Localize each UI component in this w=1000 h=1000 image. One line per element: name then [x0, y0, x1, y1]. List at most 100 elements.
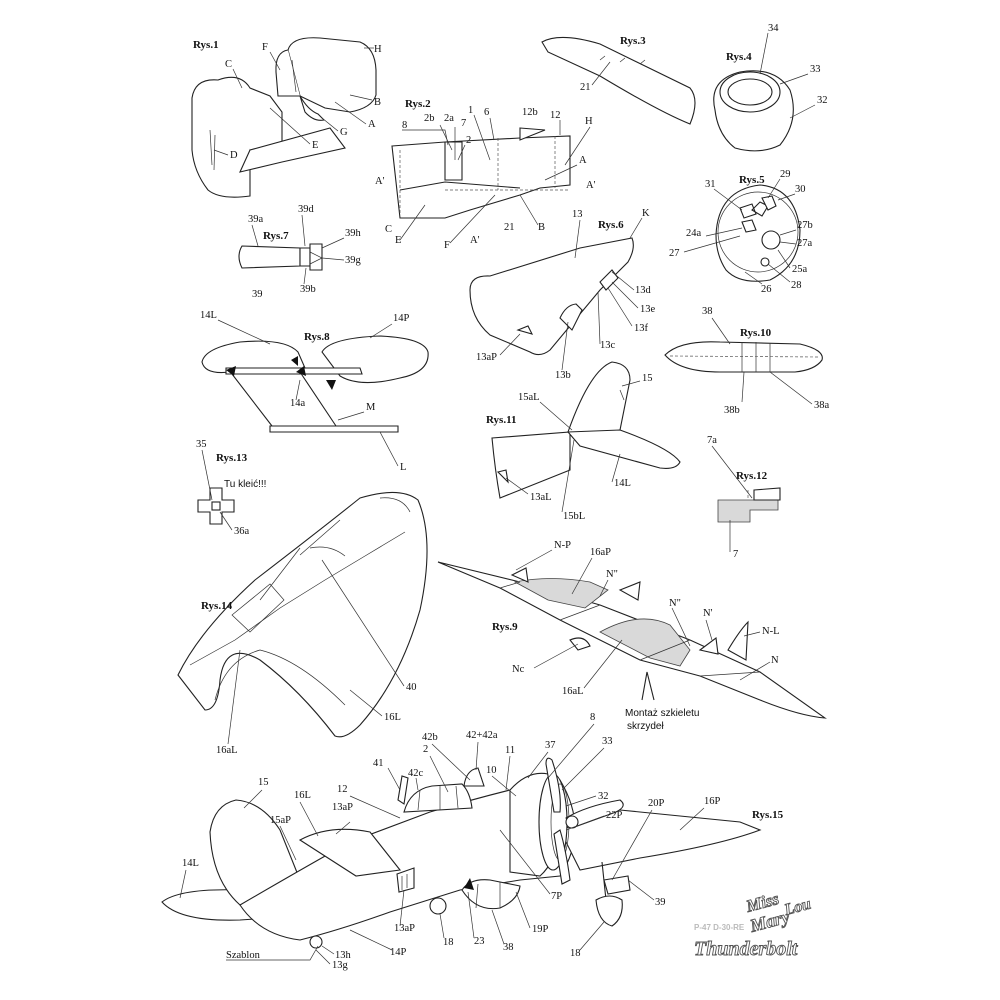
rys15-label: 32: [598, 791, 609, 802]
rys9-label: N-L: [762, 626, 780, 637]
rys2-label: A: [579, 155, 587, 166]
rys15-label: 13h: [335, 950, 352, 961]
rys6-label: 13aP: [476, 352, 497, 363]
rys1-label: H: [374, 44, 382, 55]
rys5-label: 26: [761, 284, 772, 295]
rys2-label: 2b: [424, 113, 435, 124]
rys2-title: Rys.2: [405, 98, 431, 110]
figure-rys5: Rys.5 31 29 30 24a 27b 27 27a 25a 26 28: [669, 169, 813, 295]
rys5-label: 27a: [797, 238, 813, 249]
rys5-label: 29: [780, 169, 791, 180]
rys11-label: 15aL: [518, 392, 540, 403]
rys15-label: 42+42a: [466, 730, 498, 741]
rys9-label: 16aP: [590, 547, 611, 558]
rys1-label: G: [340, 127, 348, 138]
figure-rys12: Rys.12 7a 7: [707, 435, 781, 560]
rys12-title: Rys.12: [736, 470, 768, 482]
rys6-label: 13: [572, 209, 583, 220]
rys2-label: 1: [468, 105, 473, 116]
rys2-label: 21: [504, 222, 515, 233]
rys7-label: 39a: [248, 214, 264, 225]
rys7-label: 39d: [298, 204, 315, 215]
rys2-label: C: [385, 224, 392, 235]
rys3-title: Rys.3: [620, 35, 646, 47]
rys7-label: 39g: [345, 255, 362, 266]
rys2-label: 12: [550, 110, 561, 121]
rys9-note: Montaż szkieletu: [625, 708, 699, 719]
rys1-label: B: [374, 97, 381, 108]
rys2-label: E: [395, 235, 401, 246]
rys2-label: H: [585, 116, 593, 127]
figure-rys11: Rys.11 15aL 15 13aL 14L 15bL: [486, 361, 681, 522]
figure-rys1: Rys.1 C F H B A G E D: [191, 37, 382, 198]
brand-model: P-47 D-30-RE: [694, 923, 745, 932]
rys14-label: 16L: [384, 712, 401, 723]
rys15-title: Rys.15: [752, 809, 784, 821]
rys15-label: 8: [590, 712, 595, 723]
figure-rys2: Rys.2 8 2b 2a 7 2 1 6 12b 12 H A A' A' C…: [375, 98, 596, 251]
rys1-label: D: [230, 150, 238, 161]
rys15-label: Szablon: [226, 950, 261, 961]
rys5-label: 24a: [686, 228, 702, 239]
rys6-label: 13d: [635, 285, 652, 296]
rys7-label: 39b: [300, 284, 316, 295]
rys13-title: Rys.13: [216, 452, 248, 464]
rys15-label: 37: [545, 740, 556, 751]
rys1-label: C: [225, 59, 232, 70]
rys2-label: 8: [402, 120, 407, 131]
rys4-label: 34: [768, 23, 779, 34]
rys5-label: 25a: [792, 264, 808, 275]
rys1-label: A: [368, 119, 376, 130]
rys4-label: 32: [817, 95, 828, 106]
rys15-label: 13aP: [332, 802, 353, 813]
rys15-label: 23: [474, 936, 485, 947]
rys13-label: 36a: [234, 526, 250, 537]
rys9-label: N": [669, 598, 681, 609]
rys6-label: 13f: [634, 323, 649, 334]
rys4-label: 33: [810, 64, 821, 75]
rys15-label: 41: [373, 758, 384, 769]
rys8-title: Rys.8: [304, 331, 330, 343]
rys15-label: 15: [258, 777, 269, 788]
rys8-label: M: [366, 402, 376, 413]
rys11-label: 14L: [614, 478, 631, 489]
rys9-label: N-P: [554, 540, 571, 551]
figure-rys9: Rys.9 N-P 16aP N" N" N' N-L N Nc 16aL Mo…: [437, 540, 827, 732]
rys9-title: Rys.9: [492, 621, 518, 633]
rys6-label: 13e: [640, 304, 656, 315]
rys7-label: 39: [252, 289, 263, 300]
rys6-title: Rys.6: [598, 219, 624, 231]
rys8-label: L: [400, 462, 406, 473]
rys11-label: 13aL: [530, 492, 552, 503]
rys13-label: 35: [196, 439, 207, 450]
rys2-label: 6: [484, 107, 489, 118]
rys5-label: 27b: [797, 220, 813, 231]
figure-rys10: Rys.10 38 38b 38a: [664, 306, 830, 416]
figure-rys4: Rys.4 34 33 32: [713, 23, 828, 152]
rys15-label: 20P: [648, 798, 665, 809]
rys14-title: Rys.14: [201, 600, 233, 612]
rys9-label: Nc: [512, 664, 525, 675]
rys15-label: 15aP: [270, 815, 291, 826]
rys5-label: 30: [795, 184, 806, 195]
figure-rys6: Rys.6 13 K 13d 13e 13f 13c 13aP 13b: [469, 208, 656, 381]
rys2-label: F: [444, 240, 450, 251]
rys2-label: A': [586, 180, 596, 191]
rys9-label: N': [703, 608, 713, 619]
rys6-label: K: [642, 208, 650, 219]
rys8-label: 14L: [200, 310, 217, 321]
rys12-label: 7a: [707, 435, 717, 446]
rys2-label: A': [375, 176, 385, 187]
rys8-label: 14P: [393, 313, 410, 324]
rys15-label: 14P: [390, 947, 407, 958]
figure-rys13: Rys.13 35 Tu kleić!!! 36a: [196, 439, 266, 537]
rys9-label: N": [606, 569, 618, 580]
rys5-label: 31: [705, 179, 716, 190]
rys5-title: Rys.5: [739, 174, 765, 186]
rys15-label: 42b: [422, 732, 438, 743]
rys15-label: 12: [337, 784, 348, 795]
rys10-label: 38b: [724, 405, 740, 416]
rys15-label: 38: [503, 942, 514, 953]
figure-rys15: Rys.15 42b 42+42a 8 37 33 2 11 10 32 41 …: [161, 712, 784, 971]
rys6-label: 13c: [600, 340, 616, 351]
